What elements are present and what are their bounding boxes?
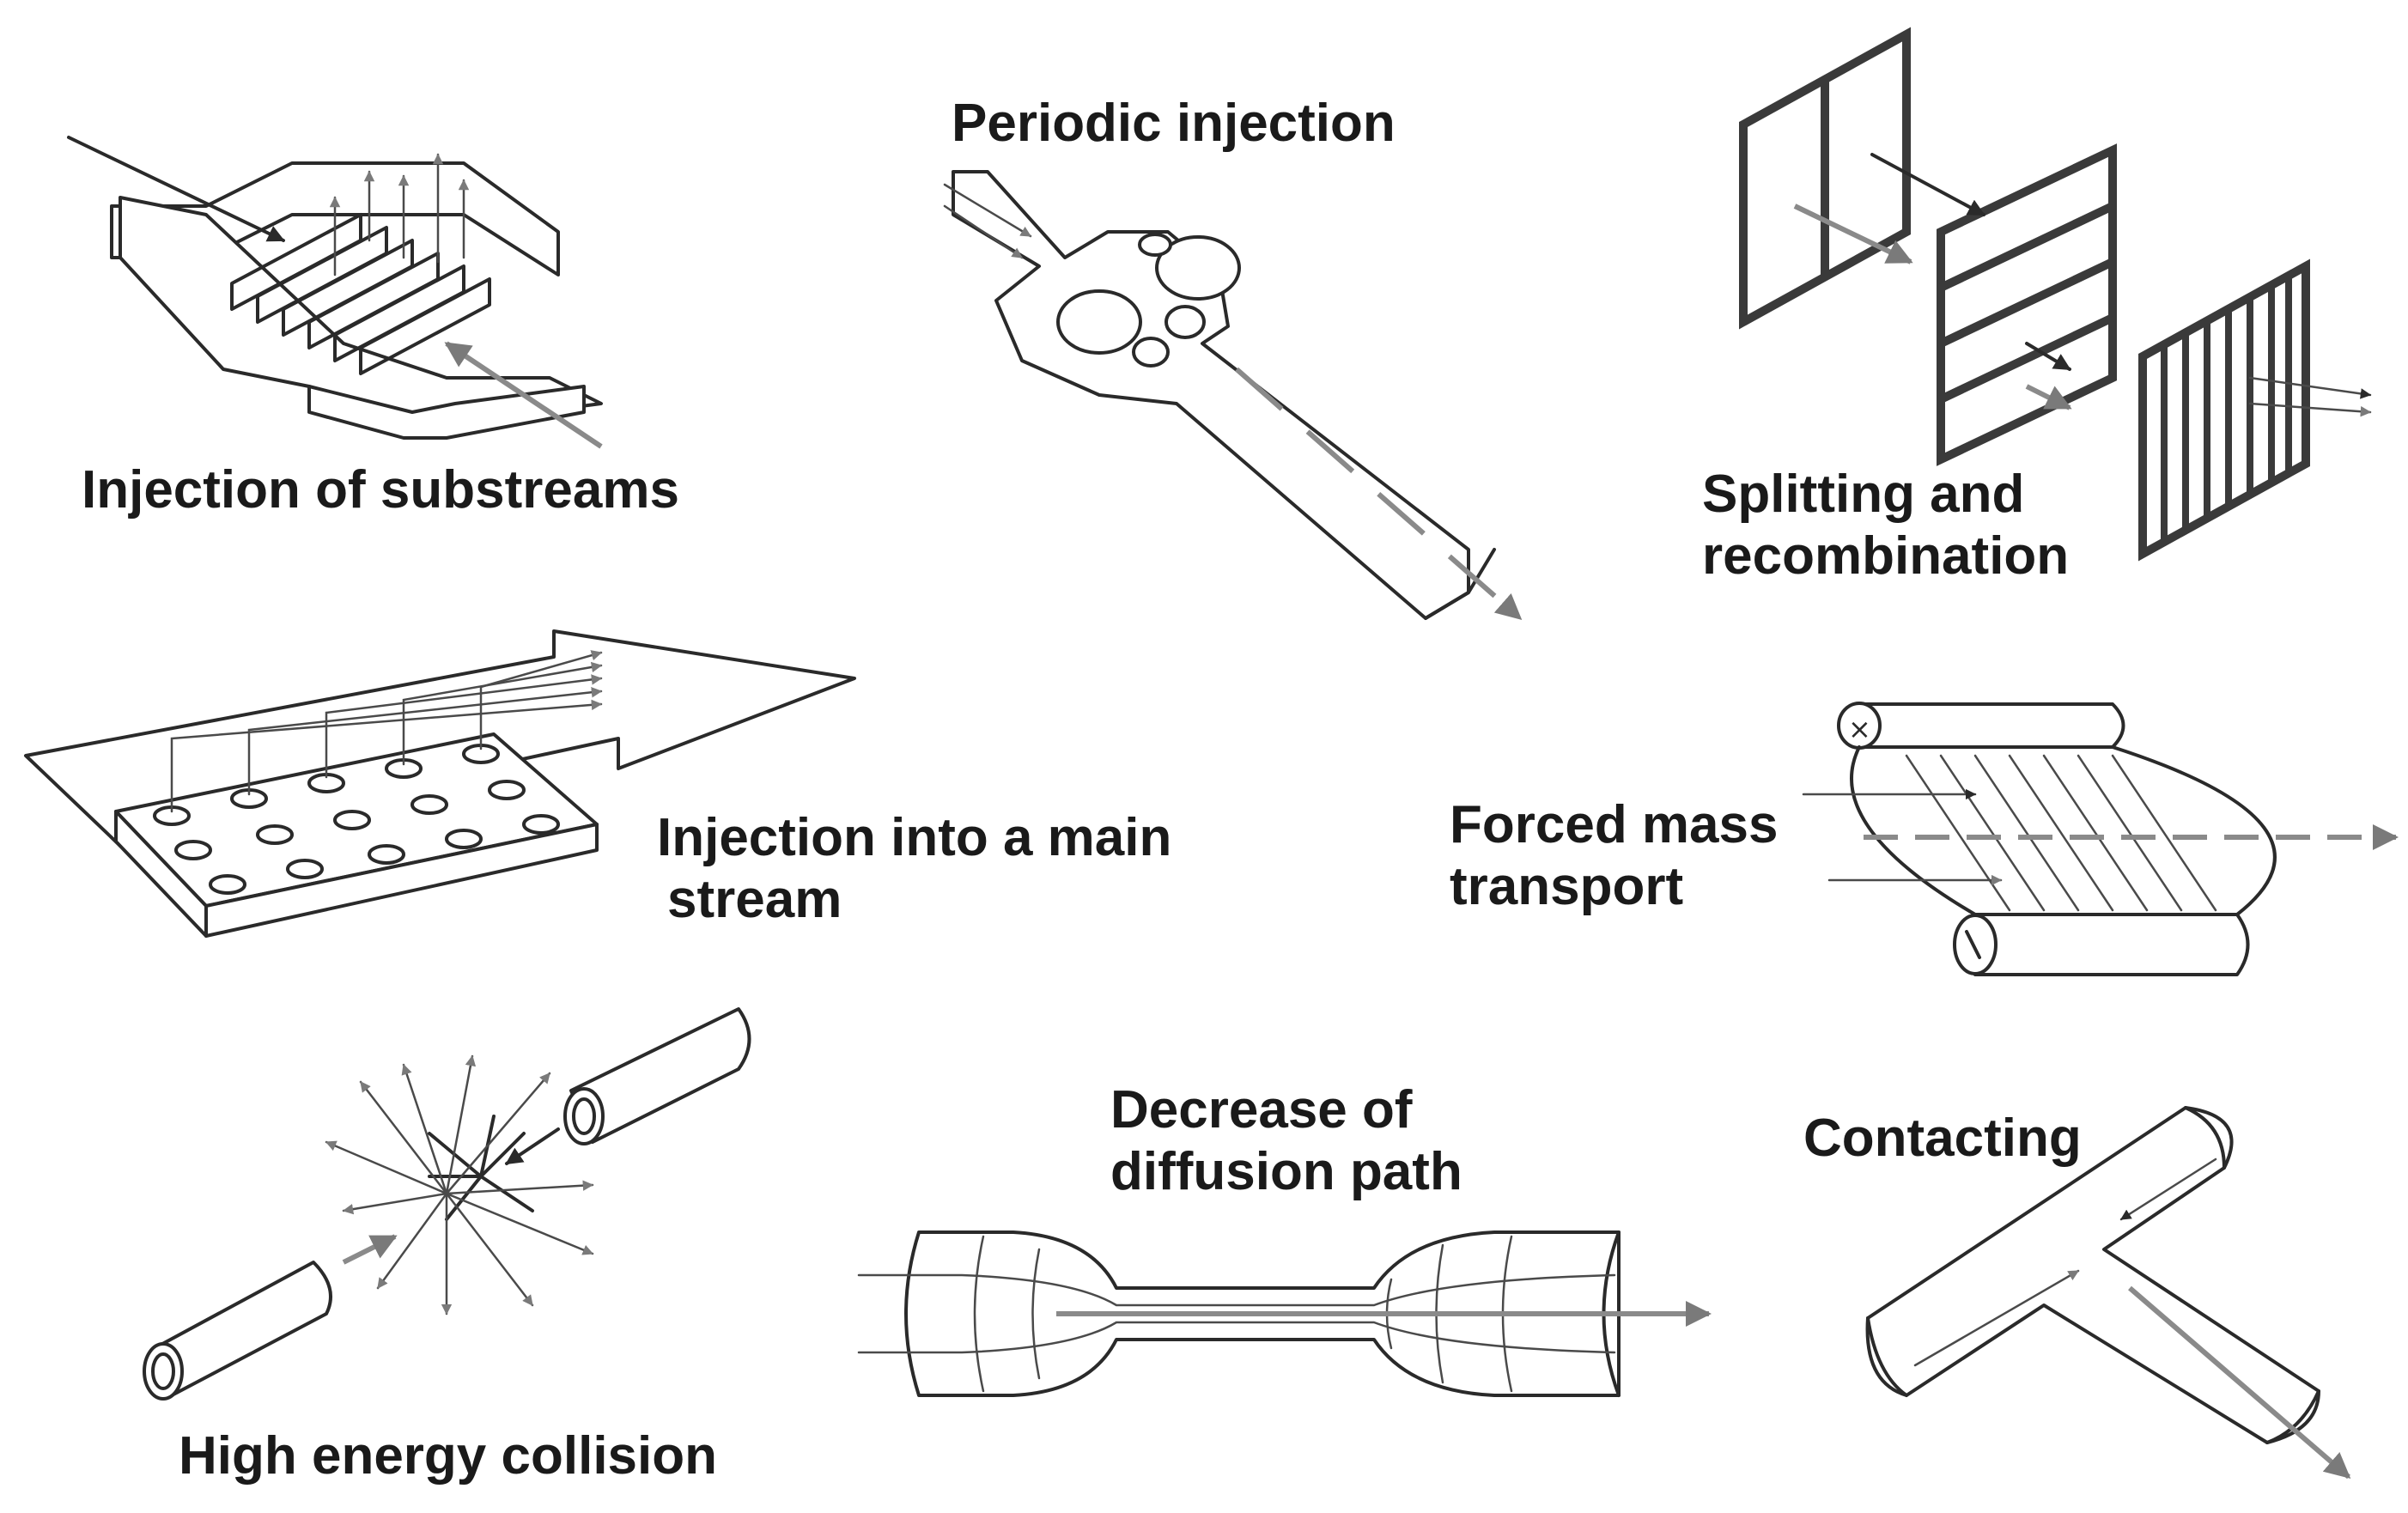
impact-burst: [428, 1115, 534, 1221]
nozzle-lower: [153, 1261, 332, 1397]
outlet-rim: [2265, 1389, 2320, 1444]
outflow-dashed-arrow: [1235, 367, 1523, 621]
label-line: Splitting and: [1702, 465, 2025, 524]
panel-collision-drawing: [143, 1007, 751, 1401]
label-forced-mass-transport: Forced mass transport: [1450, 794, 1779, 918]
panel-diffusion-drawing: [857, 1230, 1712, 1397]
film-hatching: [1905, 754, 2217, 912]
inflow-arrow-gray: [444, 341, 603, 449]
label-contacting: Contacting: [1803, 1109, 2082, 1168]
panel-forced-drawing: ×: [1802, 702, 2399, 976]
svg-text:×: ×: [1848, 713, 1871, 745]
contacting-outflow-arrow: [2128, 1285, 2351, 1480]
lamellae: [230, 213, 491, 375]
nozzle-upper: [569, 1007, 751, 1144]
label-injection-into-a-main-stream: Injection into a main stream: [657, 807, 1171, 931]
periodic-flow-lines: [943, 183, 1032, 259]
injector-plate-side: [114, 810, 208, 938]
t-junction: [1865, 1106, 2320, 1444]
scatter-rays: [325, 1054, 594, 1316]
film-right: [2111, 745, 2277, 916]
frame-2: [1937, 143, 2117, 466]
film-left: [1850, 745, 1977, 916]
frame-3-bars: [2161, 276, 2292, 543]
inflow-arrow-dark: [67, 136, 285, 242]
label-periodic-injection: Periodic injection: [952, 94, 1396, 153]
inlet-rim: [2184, 1106, 2234, 1170]
panel-periodic-drawing: [943, 170, 1523, 621]
label-injection-of-substreams: Injection of substreams: [82, 460, 679, 520]
diffusion-streamlines: [857, 1273, 1616, 1354]
drop-small-1: [1164, 305, 1206, 339]
panel-substreams-drawing: [67, 136, 603, 449]
label-line: Decrease of: [1110, 1080, 1413, 1139]
label-high-energy-collision: High energy collision: [179, 1426, 717, 1486]
panel-contacting-drawing: [1865, 1106, 2351, 1480]
split-arrow-gray: [1793, 204, 1913, 264]
label-splitting-and-recombination: Splitting and recombination: [1702, 464, 2069, 587]
label-line: diffusion path: [1110, 1142, 1462, 1201]
drop-large-2: [1056, 289, 1142, 355]
drop-small-3: [1138, 233, 1172, 257]
frame-1: [1739, 27, 1911, 330]
roller-top: [1858, 702, 2125, 749]
label-line: recombination: [1702, 526, 2070, 586]
label-line: transport: [1450, 857, 1684, 916]
panel-mainstream-drawing: [24, 629, 856, 938]
label-line: stream: [667, 870, 842, 929]
channel-end: [1424, 548, 1496, 620]
roller-bottom: [1973, 913, 2250, 976]
label-decrease-of-diffusion-path: Decrease of diffusion path: [1110, 1079, 1462, 1203]
label-line: Forced mass: [1450, 795, 1779, 854]
injected-streams: [170, 650, 603, 813]
upward-streams: [329, 153, 470, 276]
channel-front-wall: [307, 385, 586, 440]
drop-large-1: [1155, 235, 1241, 301]
label-line: Injection into a main: [657, 808, 1172, 867]
frame-3: [2138, 258, 2310, 562]
panel-splitting-drawing: [1739, 27, 2372, 562]
left-inlet-rim: [1866, 1316, 1908, 1397]
drop-small-2: [1132, 337, 1170, 368]
split-arrow-dark: [1870, 153, 1985, 216]
